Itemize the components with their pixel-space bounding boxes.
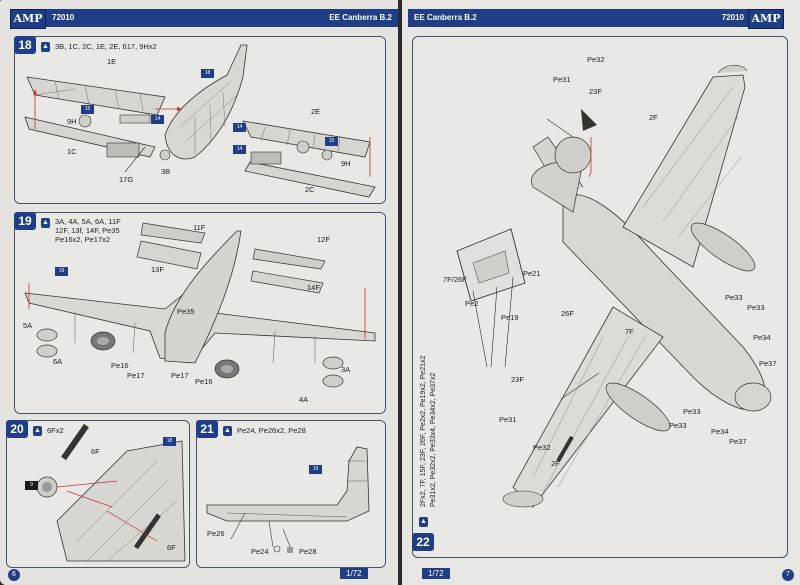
part-label: 1C	[67, 147, 77, 156]
part-label: Pe19	[501, 313, 519, 322]
part-label: 2F	[649, 113, 658, 122]
part-label: Pe33	[725, 293, 743, 302]
page-footer: 1/72	[422, 568, 450, 579]
part-label: Pe24	[251, 547, 269, 556]
glue-icon: ▲	[419, 517, 428, 527]
step-number: 22	[412, 533, 434, 551]
part-label: 23F	[511, 375, 524, 384]
amp-logo: AMP	[10, 9, 46, 29]
part-label: 5A	[23, 321, 33, 330]
page-header: EE Canberra B.2 72010	[408, 9, 752, 27]
step-20-panel: 20 ▲ 6Fx2 6F 6F 18 9	[6, 420, 190, 568]
amp-logo: AMP	[748, 9, 784, 29]
sprue-tag: 14	[233, 123, 246, 132]
parts-line: 3A, 4A, 5A, 6A, 11F	[55, 217, 121, 226]
part-label: Pe33	[747, 303, 765, 312]
part-label: 6F	[167, 543, 176, 552]
sprue-tag: 18	[201, 69, 214, 78]
part-label: 12F	[317, 235, 330, 244]
step-number: 21	[196, 420, 218, 438]
step-number: 18	[14, 36, 36, 54]
kit-title: EE Canberra B.2	[414, 13, 477, 22]
part-label: Pe37	[759, 359, 777, 368]
sprue-tag: 19	[55, 267, 68, 276]
part-label: 4A	[299, 395, 309, 404]
sprue-tag: 19	[309, 465, 322, 474]
part-label: Pe37	[729, 437, 747, 446]
part-label: Pe32	[533, 443, 551, 452]
part-label: Pe17	[127, 371, 145, 380]
step-22-drawing	[456, 64, 772, 508]
part-label: 26F	[561, 309, 574, 318]
step-21-drawing	[206, 446, 370, 553]
part-label: Pe35	[177, 307, 195, 316]
part-label: 2C	[305, 185, 315, 194]
step-19-drawing	[24, 222, 376, 388]
page-number: 6	[8, 569, 20, 581]
kit-title: EE Canberra B.2	[329, 13, 392, 22]
part-label: 13F	[151, 265, 164, 274]
part-label: Pe26	[207, 529, 225, 538]
page-number: 7	[782, 569, 794, 581]
part-label: Pe16	[195, 377, 213, 386]
part-label: Pe17	[171, 371, 189, 380]
page-header: 72010 EE Canberra B.2	[46, 9, 398, 27]
glue-icon: ▲	[41, 218, 50, 228]
part-label: 23F	[589, 87, 602, 96]
glue-icon: ▲	[223, 426, 232, 436]
part-label: Pe31	[499, 415, 517, 424]
page-footer: 1/72	[340, 568, 368, 579]
part-label: Pe2	[465, 299, 479, 308]
sprue-tag: 14	[151, 115, 164, 124]
part-label: 17G	[119, 175, 134, 184]
part-label: Pe28	[299, 547, 317, 556]
part-label: 7F	[625, 327, 634, 336]
part-label: 9H	[341, 159, 351, 168]
part-label: Pe33	[683, 407, 701, 416]
step-21-panel: 21 ▲ Pe24, Pe26x2, Pe28 Pe26 Pe24 Pe28 1…	[196, 420, 386, 568]
parts-list: Pe24, Pe26x2, Pe28	[237, 426, 306, 435]
part-label: Pe32	[587, 55, 605, 64]
part-label: 6A	[53, 357, 63, 366]
part-label: 9H	[67, 117, 77, 126]
left-page: AMP 72010 EE Canberra B.2 18 ▲ 3B, 1C, 2…	[0, 0, 398, 585]
kit-code: 72010	[52, 13, 75, 22]
right-page: EE Canberra B.2 72010 AMP 22 ▲ 2Fx2, 7F,…	[402, 0, 800, 585]
sprue-tag: 14	[233, 145, 246, 154]
part-label: Pe33	[669, 421, 687, 430]
part-label: 3A	[341, 365, 351, 374]
sprue-tag: 9	[25, 481, 38, 490]
step-number: 19	[14, 212, 36, 230]
step-22-panel: 22 ▲ 2Fx2, 7F, 15F, 23F, 26F, Pe2x2, Pe1…	[412, 36, 788, 558]
part-label: 6F	[91, 447, 100, 456]
part-label: 7F/26F	[443, 275, 467, 284]
part-label: Pe34	[711, 427, 729, 436]
step-20-drawing	[36, 423, 186, 562]
parts-list: 3A, 4A, 5A, 6A, 11F 12F, 13f, 14F, Pe35 …	[55, 217, 121, 244]
glue-icon: ▲	[33, 426, 42, 436]
part-label: 14F	[307, 283, 320, 292]
part-label: 2F	[551, 459, 560, 468]
step-19-panel: 19 ▲ 3A, 4A, 5A, 6A, 11F 12F, 13f, 14F, …	[14, 212, 386, 414]
parts-line: Pe16x2, Pe17x2	[55, 235, 111, 244]
part-label: 1E	[107, 57, 117, 66]
sprue-tag: 18	[163, 437, 176, 446]
step-number: 20	[6, 420, 28, 438]
parts-list: 6Fx2	[47, 426, 64, 435]
part-label: 11F	[193, 223, 206, 232]
part-label: Pe21	[523, 269, 541, 278]
part-label: Pe31	[553, 75, 571, 84]
kit-code: 72010	[721, 13, 744, 22]
step-18-drawing	[24, 44, 376, 198]
part-label: Pe16	[111, 361, 129, 370]
step-18-panel: 18 ▲ 3B, 1C, 2C, 1E, 2E, 617, 9Hx2	[14, 36, 386, 204]
sprue-tag: 15	[325, 137, 338, 146]
part-label: Pe34	[753, 333, 771, 342]
sprue-tag: 15	[81, 105, 94, 114]
part-label: 2E	[311, 107, 321, 116]
glue-icon: ▲	[41, 42, 50, 52]
part-label: 3B	[161, 167, 171, 176]
parts-list: 3B, 1C, 2C, 1E, 2E, 617, 9Hx2	[55, 42, 157, 51]
parts-line: 12F, 13f, 14F, Pe35	[55, 226, 120, 235]
